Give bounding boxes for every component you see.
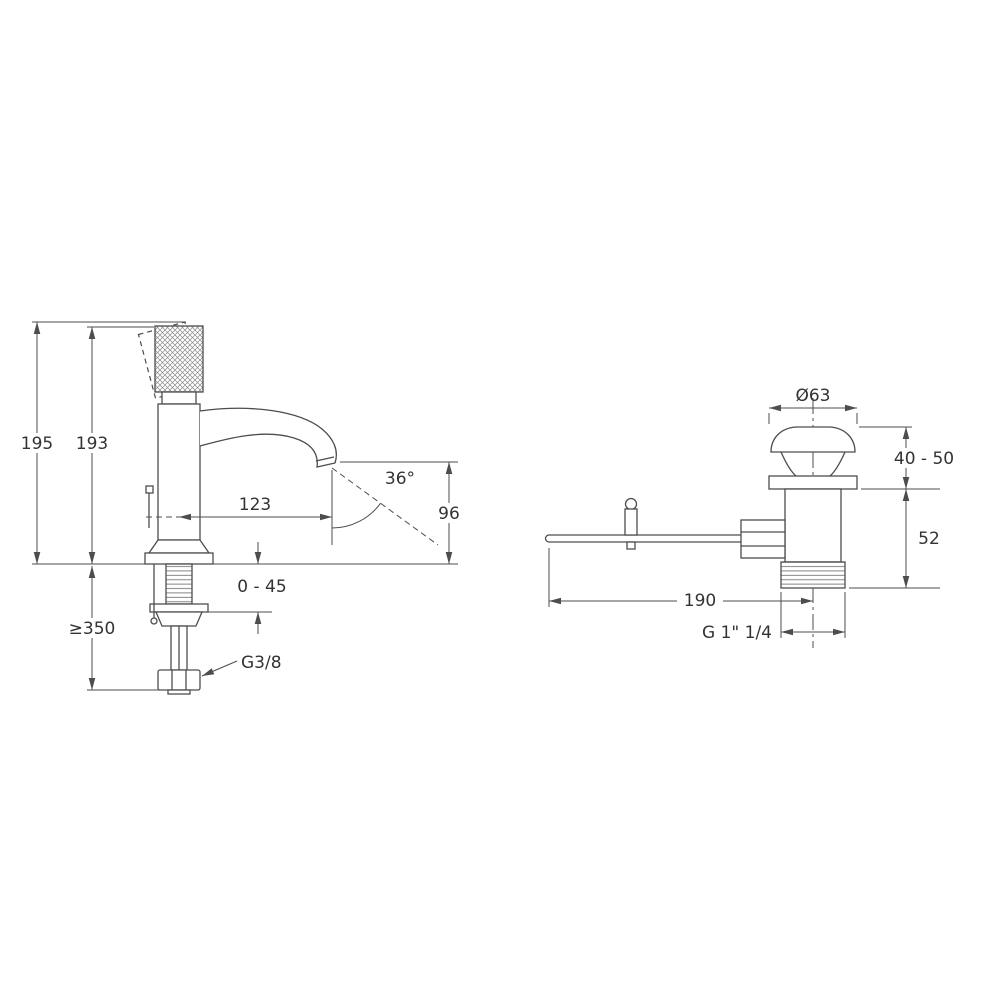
hose-hex-nut	[157, 669, 201, 691]
waste-thread-tail	[780, 561, 846, 589]
dimension-labels: 195 193 ≥350 123 36° 96 0 - 45 G3/8 Ø63 …	[21, 386, 954, 673]
dim-spout-angle-label: 36°	[385, 469, 415, 489]
clevis-ball	[624, 497, 638, 511]
mounting-nut	[155, 611, 203, 627]
pull-rod-ball	[150, 617, 158, 625]
leader-line-supply-thread	[201, 660, 238, 677]
drain-assembly-view	[544, 398, 858, 648]
clevis-stem	[624, 508, 638, 536]
handle-neck	[161, 391, 197, 405]
dim-drain-body-height-label: 52	[918, 529, 940, 549]
clevis-tip	[626, 541, 636, 550]
faucet-body	[157, 403, 201, 541]
dim-spout-height-label: 96	[438, 504, 460, 524]
threaded-shank	[165, 563, 193, 605]
dim-body-height-label: 193	[76, 434, 108, 454]
plug-cap	[770, 426, 856, 453]
spout	[199, 407, 337, 468]
label-backgrounds	[18, 433, 952, 638]
spout-outlet-line	[315, 456, 335, 462]
dim-spout-reach-label: 123	[239, 495, 271, 515]
hose-tip	[167, 689, 191, 695]
dim-total-height-label: 195	[21, 434, 53, 454]
knurled-handle	[154, 325, 204, 393]
plug-waist-right	[829, 451, 846, 477]
mounting-washer	[149, 603, 209, 613]
base-flare	[147, 539, 211, 554]
rod-connector-nut	[740, 519, 786, 559]
dim-rod-length-label: 190	[684, 591, 716, 611]
spout-angle-arc	[331, 503, 381, 529]
dim-flange-diameter-label: Ø63	[795, 386, 830, 406]
water-stream-dashed-line	[331, 467, 439, 546]
plug-waist-left	[780, 451, 797, 477]
dim-min-clearance-label: ≥350	[69, 619, 116, 639]
waste-flange	[768, 475, 858, 490]
dim-adjust-range-label: 40 - 50	[894, 449, 954, 469]
supply-thread-label: G3/8	[241, 653, 282, 673]
dim-deck-thickness-label: 0 - 45	[237, 577, 286, 597]
base-plate	[144, 552, 214, 565]
pull-rod-knob	[145, 485, 154, 494]
horizontal-rod	[544, 534, 741, 543]
faucet-front-view	[137, 321, 337, 695]
waste-thread-label: G 1" 1/4	[702, 623, 772, 643]
waste-body	[784, 488, 842, 563]
